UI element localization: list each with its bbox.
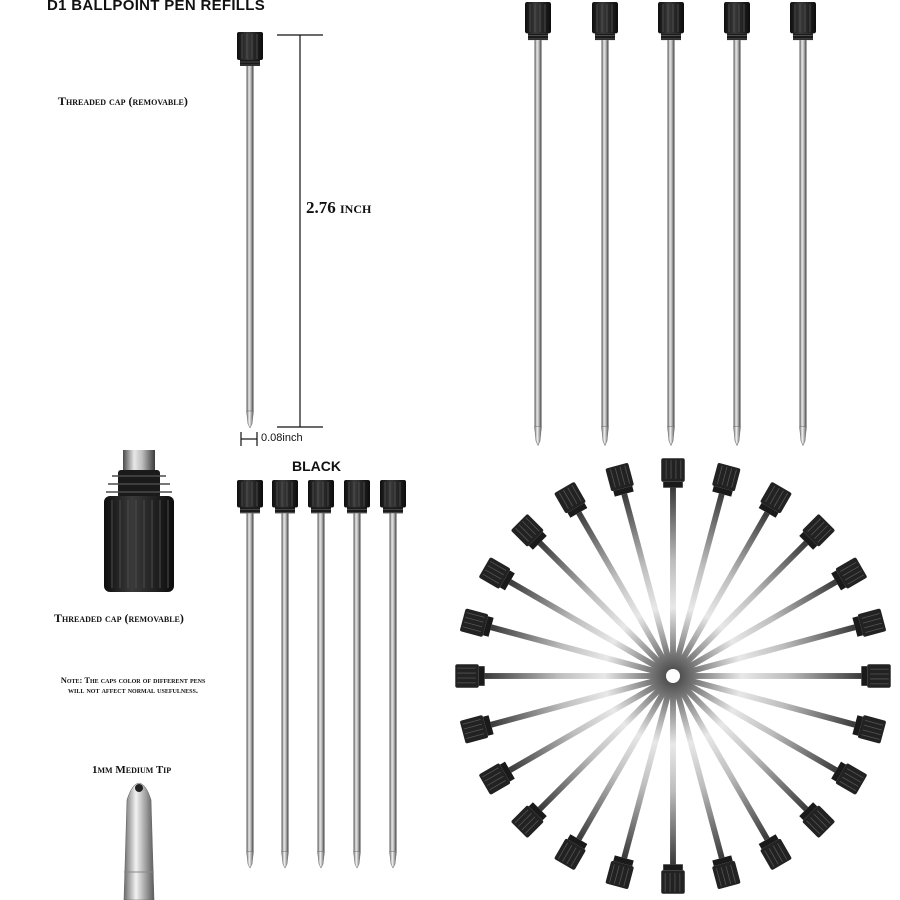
cap-label-bottom: Threaded cap (removable)	[54, 611, 184, 625]
page-title: D1 BALLPOINT PEN REFILLS	[47, 0, 266, 14]
color-label: BLACK	[292, 458, 341, 474]
refill-single	[236, 31, 264, 429]
note-text: Note: The caps color of different pens w…	[38, 675, 228, 695]
refill-row-top	[524, 1, 817, 447]
tip-label: 1mm Medium Tip	[92, 764, 172, 776]
cap-closeup-image	[104, 450, 174, 592]
note-line-1: Note: The caps color of different pens	[60, 675, 206, 685]
refill-row-black	[236, 479, 407, 869]
diameter-label: 0.08inch	[261, 432, 303, 444]
length-dimension	[277, 34, 323, 428]
tip-closeup-image	[123, 782, 155, 900]
fan-center	[666, 669, 680, 683]
note-line-2: will not affect normal usefulness.	[68, 685, 198, 695]
cap-label-top: Threaded cap (removable)	[58, 94, 188, 108]
diameter-dimension	[240, 432, 258, 446]
length-label: 2.76 inch	[306, 198, 372, 217]
